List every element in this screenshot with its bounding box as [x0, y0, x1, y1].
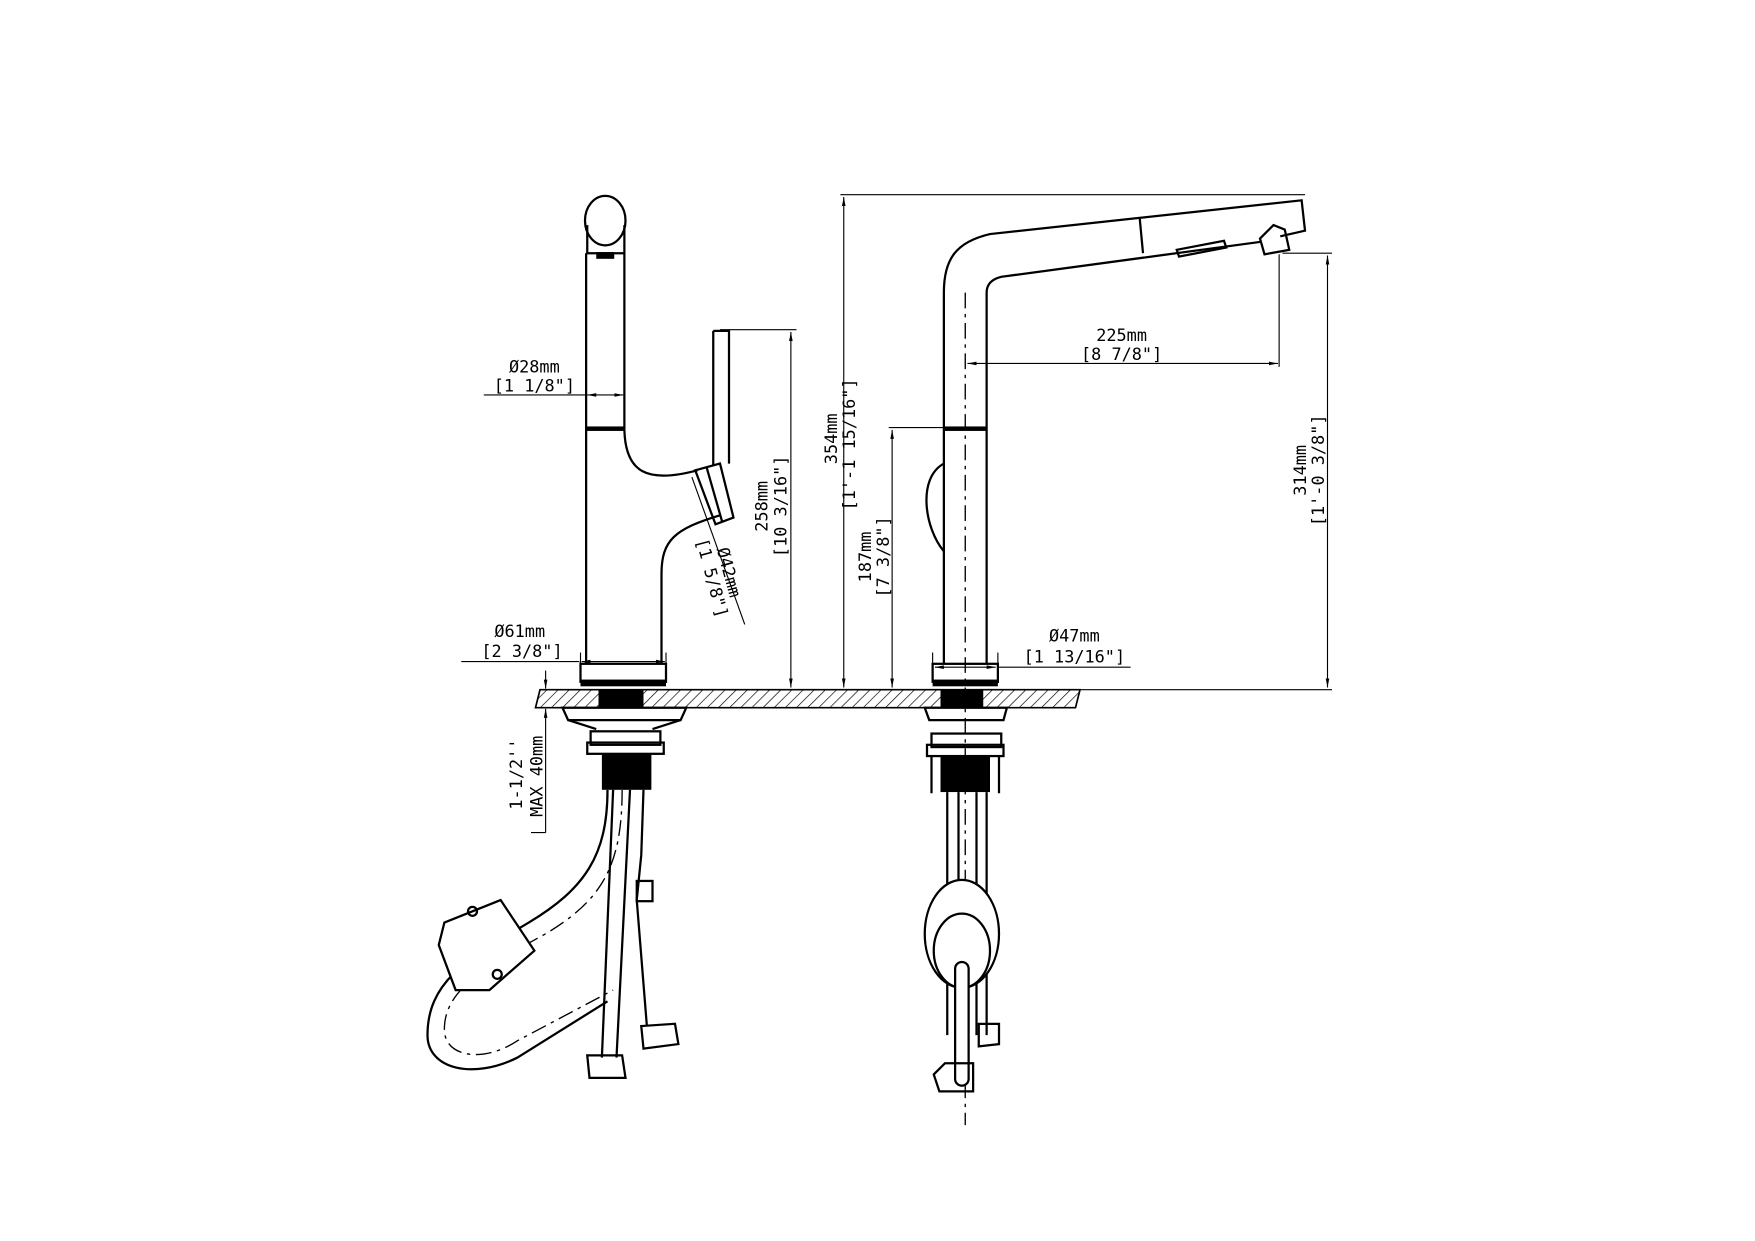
body-diameter-mm: Ø47mm	[1049, 625, 1100, 645]
base-diameter-mm: Ø61mm	[494, 621, 545, 641]
base-diameter-in: [2 3/8"]	[481, 641, 562, 661]
spout-clearance-in: [1'-0 3/8"]	[1308, 414, 1328, 526]
spout-clearance-mm: 314mm	[1290, 445, 1310, 496]
max-deck-thickness-mm: MAX 40mm	[526, 736, 546, 817]
countertop	[534, 688, 1082, 709]
dimension-overall-height: 354mm [1'-1 15/16"]	[821, 194, 1305, 688]
dimension-spout-reach: 225mm [8 7/8"]	[967, 254, 1280, 367]
overall-height-mm: 354mm	[821, 413, 841, 464]
faucet-front-view	[923, 199, 1307, 1126]
handle-center-height-in: [7 3/8"]	[873, 516, 893, 597]
spout-reach-mm: 225mm	[1096, 325, 1147, 345]
handle-center-height-mm: 187mm	[855, 532, 875, 583]
dimension-body-diameter: Ø47mm [1 13/16"]	[932, 625, 1131, 673]
spout-diameter-mm: Ø28mm	[509, 356, 560, 376]
overall-height-in: [1'-1 15/16"]	[839, 378, 859, 510]
handle-height-in: [10 3/16"]	[770, 456, 790, 558]
handle-height-mm: 258mm	[751, 481, 771, 532]
faucet-side-view	[426, 194, 735, 1079]
dimension-max-deck-thickness: MAX 40mm 1-1/2''	[506, 670, 548, 834]
dimension-spout-clearance: 314mm [1'-0 3/8"]	[1080, 252, 1332, 691]
body-diameter-in: [1 13/16"]	[1024, 647, 1126, 667]
max-deck-thickness-in: 1-1/2''	[506, 739, 526, 810]
spout-reach-in: [8 7/8"]	[1081, 344, 1162, 364]
dimension-handle-height: 258mm [10 3/16"]	[720, 329, 797, 688]
spout-diameter-in: [1 1/8"]	[494, 376, 575, 396]
dimension-base-diameter: Ø61mm [2 3/8"]	[461, 621, 667, 671]
dimension-spout-diameter: Ø28mm [1 1/8"]	[483, 356, 624, 397]
dimension-handle-diameter: Ø42mm [1 5/8"]	[691, 476, 745, 625]
dimension-handle-center-height: 187mm [7 3/8"]	[855, 427, 945, 688]
